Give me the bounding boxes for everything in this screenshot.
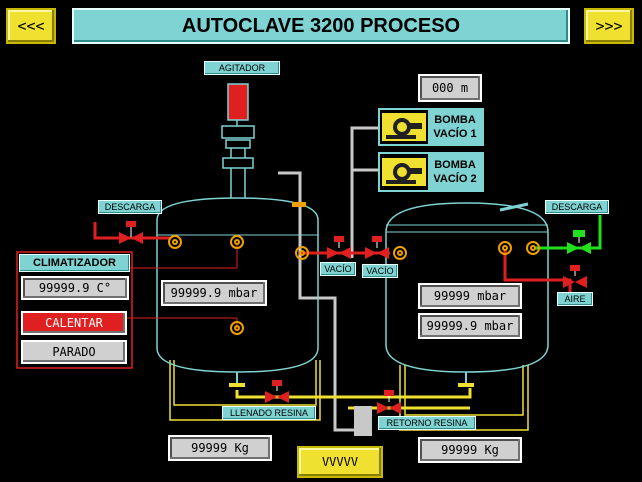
bottom-screen-button[interactable]: VVVVV [297, 446, 383, 478]
aire-label: AIRE [557, 292, 593, 306]
valve-aire [563, 265, 587, 288]
agitator-shaft [221, 125, 255, 198]
pump-1-line1: BOMBA [434, 114, 476, 126]
right-pressure-readout-1: 99999 mbar [418, 283, 522, 309]
agitator-motor [227, 83, 249, 121]
resin-tank [354, 406, 372, 436]
vacuum-pump-1[interactable]: BOMBA VACÍO 1 [378, 108, 484, 146]
pump-icon [382, 158, 426, 186]
descarga-right-label: DESCARGA [545, 200, 609, 214]
prev-screen-button[interactable]: <<< [6, 8, 56, 44]
left-vessel [156, 197, 319, 373]
pump-2-line2: VACÍO 2 [433, 173, 477, 185]
valve-llenado [265, 380, 289, 403]
calentar-button[interactable]: CALENTAR [21, 311, 127, 335]
valve-descarga-right [567, 230, 591, 254]
valve-vacio-1 [327, 236, 351, 259]
valve-descarga-left [119, 221, 143, 244]
right-vessel [385, 202, 549, 373]
next-screen-button[interactable]: >>> [584, 8, 634, 44]
left-weight-readout: 99999 Kg [168, 435, 272, 461]
right-weight-readout: 99999 Kg [418, 437, 522, 463]
climatizador-frame [16, 251, 133, 369]
climatizador-title: CLIMATIZADOR [19, 254, 130, 272]
llenado-resina-label: LLENADO RESINA [222, 406, 316, 420]
left-pressure-readout: 99999.9 mbar [161, 280, 267, 306]
valves [119, 221, 591, 414]
vacuum-time-readout: 000 m [418, 74, 482, 102]
climatizador-temperature-readout: 99999.9 C° [21, 276, 129, 300]
valve-retorno [377, 390, 401, 414]
agitador-label: AGITADOR [204, 61, 280, 75]
right-pressure-readout-2: 99999.9 mbar [418, 313, 522, 339]
pump-1-line2: VACÍO 1 [433, 128, 477, 140]
valve-vacio-2 [365, 236, 389, 259]
page-title: AUTOCLAVE 3200 PROCESO [72, 8, 570, 44]
descarga-left-label: DESCARGA [98, 200, 162, 214]
vacio-2-label: VACÍO [362, 264, 398, 278]
vacuum-pump-2[interactable]: BOMBA VACÍO 2 [378, 152, 484, 192]
pump-2-line1: BOMBA [434, 159, 476, 171]
pump-icon [382, 113, 426, 141]
nozzles [168, 235, 540, 335]
vacio-1-label: VACÍO [320, 262, 356, 276]
retorno-resina-label: RETORNO RESINA [378, 416, 476, 430]
parado-button[interactable]: PARADO [21, 340, 127, 364]
